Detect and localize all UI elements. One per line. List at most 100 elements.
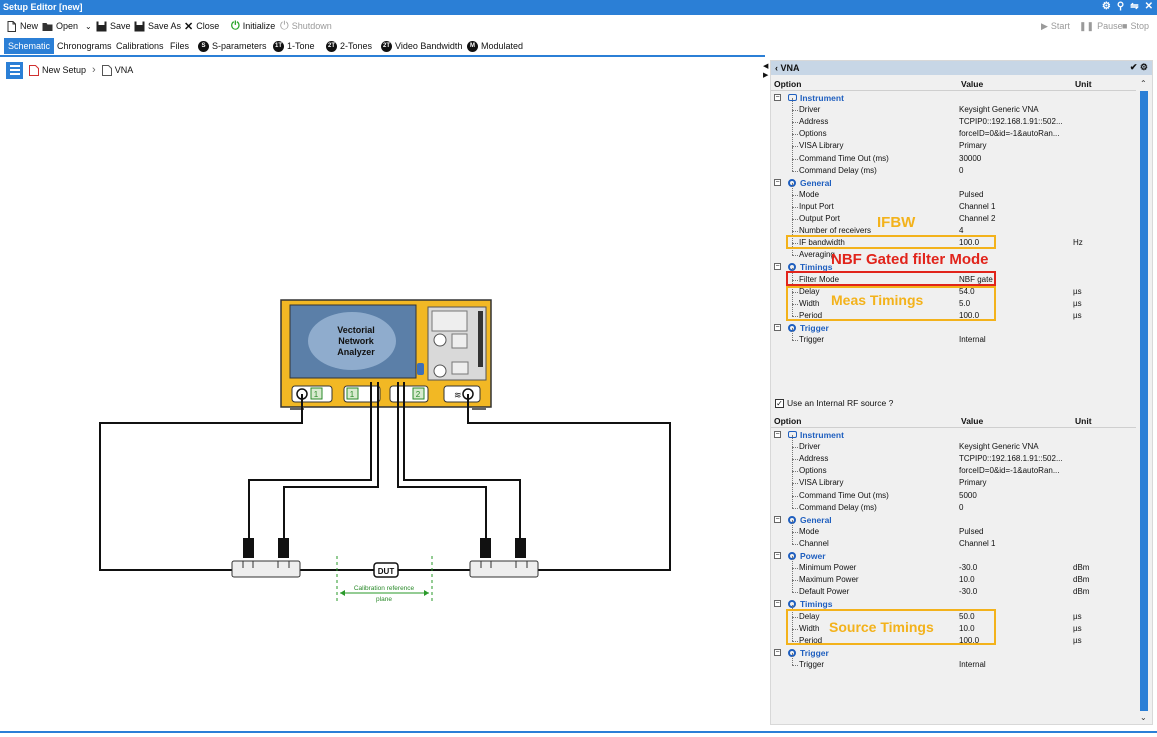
- category-power[interactable]: −Power: [771, 550, 1136, 562]
- value-cell[interactable]: 5.0: [959, 298, 971, 308]
- value-cell[interactable]: forceID=0&id=-1&autoRan...: [959, 129, 1060, 139]
- collapse-toggle-icon[interactable]: −: [774, 600, 781, 608]
- value-cell[interactable]: Primary: [959, 141, 987, 151]
- new-button[interactable]: New: [6, 19, 38, 33]
- collapse-toggle-icon[interactable]: −: [774, 552, 781, 559]
- chevron-down-icon[interactable]: ⌄: [85, 21, 92, 31]
- property-row-options[interactable]: forceID=0&id=-1&autoRan...Options: [771, 122, 1136, 140]
- tab-schematic[interactable]: Schematic: [4, 38, 55, 54]
- restore-icon[interactable]: ⇋: [1130, 1, 1139, 12]
- pause-button[interactable]: ❚❚ Pause: [1079, 20, 1123, 32]
- start-button[interactable]: ▶ Start: [1041, 20, 1070, 32]
- shutdown-button[interactable]: ⏻ Shutdown: [280, 19, 332, 32]
- value-cell[interactable]: Channel 1: [959, 538, 996, 548]
- value-cell[interactable]: 100.0: [959, 310, 980, 320]
- value-cell[interactable]: TCPIP0::192.168.1.91::502...: [959, 117, 1063, 127]
- breadcrumb-current[interactable]: VNA: [101, 64, 133, 76]
- panel-splitter[interactable]: ◀ ▶: [763, 60, 769, 730]
- collapse-toggle-icon[interactable]: −: [774, 178, 781, 186]
- close-button[interactable]: ✕ Close: [184, 20, 220, 33]
- category-instrument[interactable]: −Instrument: [771, 92, 1136, 104]
- internal-rf-source-checkbox[interactable]: ✓ Use an Internal RF source ?: [775, 398, 894, 408]
- value-cell[interactable]: 100.0: [959, 238, 980, 248]
- breadcrumb-root[interactable]: New Setup: [29, 64, 86, 76]
- value-cell[interactable]: 100.0: [959, 635, 980, 645]
- open-button[interactable]: Open ⌄: [42, 19, 92, 33]
- category-instrument[interactable]: −Instrument: [771, 429, 1136, 441]
- tab-calibrations[interactable]: Calibrations: [116, 41, 164, 51]
- value-cell[interactable]: Channel 1: [959, 201, 996, 211]
- hamburger-menu-icon[interactable]: [6, 61, 23, 79]
- collapse-right-icon[interactable]: ▶: [763, 72, 769, 79]
- tab-files[interactable]: Files: [170, 41, 190, 51]
- collapse-left-icon[interactable]: ◀: [763, 63, 769, 70]
- value-cell[interactable]: 10.0: [959, 575, 975, 585]
- value-cell[interactable]: Channel 2: [959, 214, 996, 223]
- value-cell[interactable]: 4: [959, 226, 964, 236]
- value-cell[interactable]: forceID=0&id=-1&autoRan...: [959, 466, 1060, 476]
- property-row-averaging[interactable]: Averaging: [771, 243, 1136, 261]
- collapse-toggle-icon[interactable]: −: [774, 431, 781, 438]
- initialize-button[interactable]: ⏻ Initialize: [231, 19, 276, 32]
- tab-chronograms[interactable]: Chronograms: [57, 41, 112, 51]
- category-trigger[interactable]: −Trigger: [771, 647, 1136, 659]
- value-cell[interactable]: -30.0: [959, 563, 978, 573]
- category-general[interactable]: −General: [771, 177, 1136, 189]
- value-cell[interactable]: 10.0: [959, 623, 975, 633]
- value-cell[interactable]: Keysight Generic VNA: [959, 442, 1039, 452]
- panel-scrollbar[interactable]: ⌃ ⌄: [1138, 77, 1150, 727]
- value-cell[interactable]: 5000: [959, 490, 977, 500]
- pin-icon[interactable]: ⚲: [1116, 1, 1125, 12]
- panel-title-wrap[interactable]: ‹ VNA: [775, 63, 800, 73]
- value-cell[interactable]: 0: [959, 502, 964, 512]
- collapse-toggle-icon[interactable]: −: [774, 323, 781, 331]
- value-cell[interactable]: -30.0: [959, 587, 978, 597]
- property-row-options[interactable]: forceID=0&id=-1&autoRan...Options: [771, 459, 1136, 477]
- dut-block[interactable]: DUT: [373, 562, 399, 578]
- coupler-right[interactable]: [469, 538, 539, 578]
- category-trigger[interactable]: −Trigger: [771, 322, 1136, 334]
- category-general[interactable]: −General: [771, 514, 1136, 526]
- value-cell[interactable]: Internal: [959, 335, 986, 344]
- collapse-toggle-icon[interactable]: −: [774, 94, 781, 101]
- scroll-up-icon[interactable]: ⌃: [1140, 79, 1147, 88]
- value-cell[interactable]: TCPIP0::192.168.1.91::502...: [959, 454, 1063, 464]
- save-as-button[interactable]: Save As: [134, 19, 181, 33]
- scroll-down-icon[interactable]: ⌄: [1140, 713, 1147, 722]
- value-cell[interactable]: 50.0: [959, 611, 975, 621]
- collapse-toggle-icon[interactable]: −: [774, 515, 781, 523]
- check-icon[interactable]: ✔ ⚙: [1129, 62, 1148, 72]
- close-window-icon[interactable]: ✕: [1144, 1, 1153, 12]
- property-row-address[interactable]: TCPIP0::192.168.1.91::502...Address: [771, 447, 1136, 465]
- settings-gear-icon[interactable]: ⚙: [1101, 1, 1111, 12]
- coupler-left[interactable]: [231, 538, 301, 578]
- stop-button[interactable]: ■ Stop: [1122, 21, 1149, 31]
- vna-instrument[interactable]: Vectorial Network Analyzer 1 1 2 ≋: [280, 299, 492, 410]
